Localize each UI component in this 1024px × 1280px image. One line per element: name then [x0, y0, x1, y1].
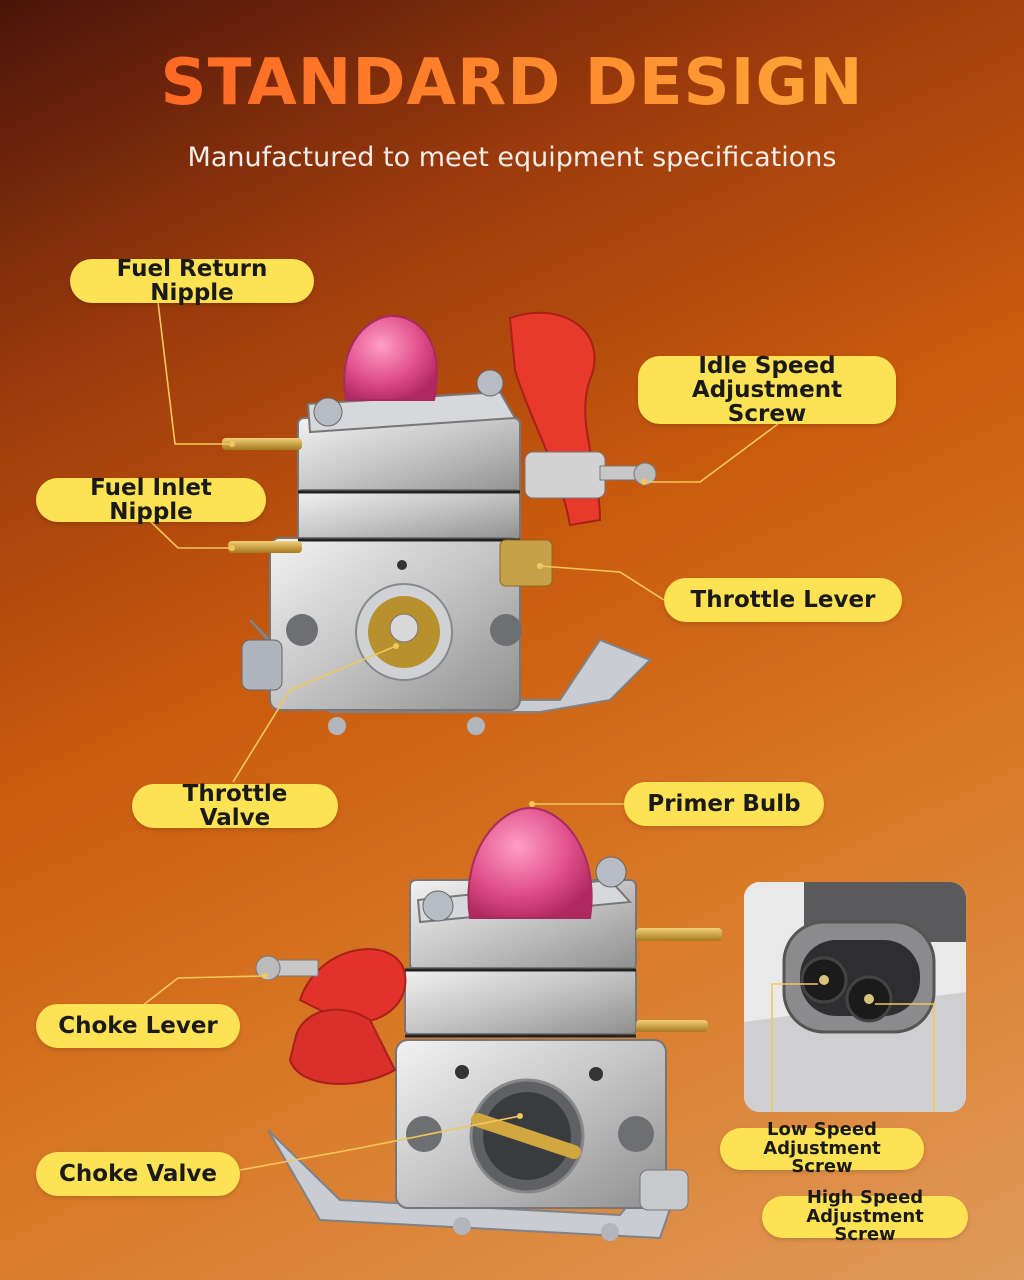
label-high-speed-adjustment-screw: High Speed Adjustment Screw	[762, 1188, 968, 1244]
page-title: STANDARD DESIGN	[0, 46, 1024, 120]
primer-bulb-bottom	[467, 806, 593, 919]
label-high-speed-line2: Adjustment Screw	[806, 1205, 924, 1246]
closeup-image	[744, 882, 966, 1112]
bottom-carburetor	[255, 806, 722, 1241]
label-low-speed-line2: Adjustment Screw	[763, 1137, 881, 1178]
label-choke-lever: Choke Lever	[36, 1004, 240, 1048]
adjustment-screws-closeup	[744, 882, 966, 1112]
label-idle-speed-line1: Idle Speed	[698, 352, 836, 379]
label-low-speed-adjustment-screw: Low Speed Adjustment Screw	[720, 1120, 924, 1176]
label-choke-valve: Choke Valve	[36, 1152, 240, 1196]
top-carburetor	[222, 311, 657, 735]
label-high-speed-line1: High Speed	[806, 1186, 924, 1208]
label-throttle-lever: Throttle Lever	[664, 578, 902, 622]
label-fuel-inlet-nipple: Fuel Inlet Nipple	[36, 476, 266, 524]
page-subtitle: Manufactured to meet equipment specifica…	[187, 142, 837, 173]
label-throttle-valve: Throttle Valve	[132, 782, 338, 830]
primer-bulb-top	[343, 314, 438, 401]
label-fuel-return-nipple: Fuel Return Nipple	[70, 257, 314, 305]
label-idle-speed-adjustment-screw: Idle Speed Adjustment Screw	[638, 352, 896, 428]
leader-dots	[229, 441, 647, 1119]
leader-lines	[141, 301, 779, 1171]
label-idle-speed-line2: Adjustment Screw	[691, 376, 843, 428]
label-low-speed-line1: Low Speed	[767, 1118, 877, 1140]
label-primer-bulb: Primer Bulb	[624, 782, 824, 826]
